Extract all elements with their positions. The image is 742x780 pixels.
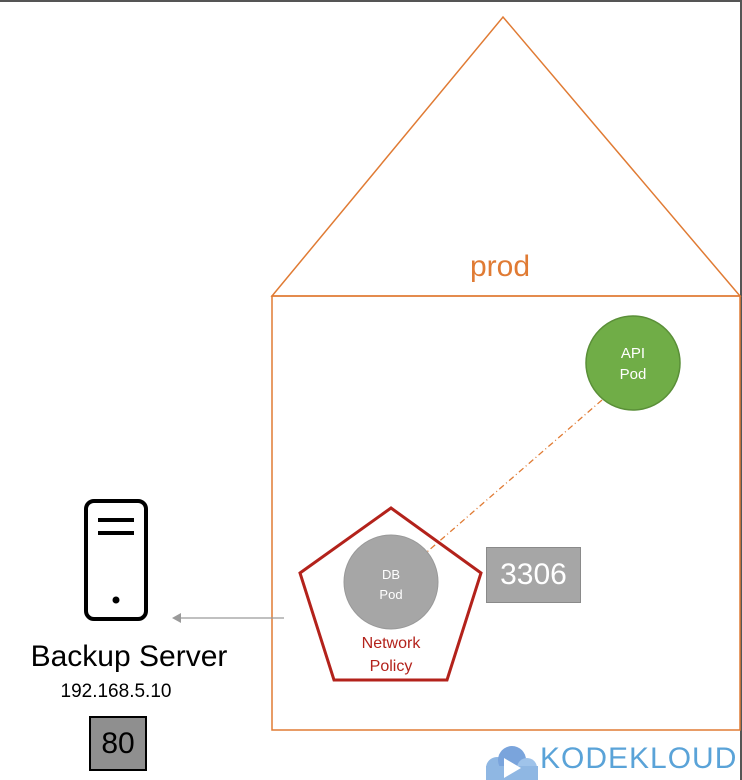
db-pod	[343, 534, 439, 630]
server-icon	[84, 499, 148, 621]
network-policy-line2: Policy	[369, 658, 413, 676]
network-policy-pentagon	[298, 506, 483, 682]
api-pod-line1: API	[620, 345, 646, 362]
api-db-connection	[419, 399, 603, 559]
namespace-box	[271, 295, 741, 731]
kodekloud-cloud-icon	[486, 746, 538, 780]
db-pod-line1: DB	[381, 567, 401, 582]
api-pod-label: API Pod	[585, 343, 681, 385]
api-pod	[585, 315, 681, 411]
db-pod-line2: Pod	[379, 587, 403, 603]
api-pod-line2: Pod	[619, 366, 647, 383]
network-policy-line1: Network	[361, 635, 421, 652]
backup-server-ip: 192.168.5.10	[60, 681, 172, 702]
backup-server-name: Backup Server	[30, 640, 228, 673]
network-policy-label: Network Policy	[331, 632, 451, 678]
brand-logo-text: KODEKLOUD	[540, 742, 738, 775]
db-pod-label: DB Pod	[344, 565, 438, 605]
db-port-badge: 3306	[486, 547, 581, 603]
namespace-label: prod	[469, 250, 531, 283]
backup-server-port-badge: 80	[89, 716, 147, 771]
egress-arrow-head	[172, 613, 181, 623]
